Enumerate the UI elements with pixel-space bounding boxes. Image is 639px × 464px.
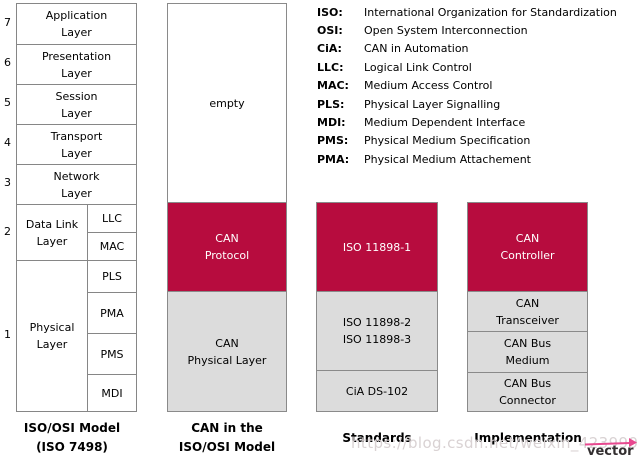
- osi-row-transport: Transport Layer: [17, 124, 136, 164]
- legend-row-llc: LLC: Logical Link Control: [317, 58, 617, 76]
- sub-cell-pls: PLS: [102, 270, 122, 283]
- legend-abbr: CiA:: [317, 42, 342, 56]
- legend-row-pls: PLS: Physical Layer Signalling: [317, 95, 617, 113]
- vector-logo: vector: [584, 438, 637, 459]
- osi-row-physical: Physical Layer PLS PMA PMS MDI: [17, 260, 136, 411]
- caption-iso-osi-model: ISO/OSI Model (ISO 7498): [23, 421, 121, 454]
- sub-cell-llc: LLC: [102, 212, 122, 225]
- osi-row-presentation: Presentation Layer: [17, 44, 136, 84]
- legend-abbr: MAC:: [317, 79, 349, 93]
- caption-implementation: Implementation: [474, 430, 582, 445]
- legend-row-pma: PMA: Physical Medium Attachement: [317, 150, 617, 168]
- layer-number-1: 1: [4, 328, 11, 341]
- caption-standards: Standards: [342, 430, 412, 445]
- vector-logo-text: vector: [587, 444, 634, 459]
- physical-layer-cell: Physical Layer: [29, 321, 75, 351]
- iso-11898-1-block: ISO 11898-1: [316, 202, 438, 292]
- legend-row-mac: MAC: Medium Access Control: [317, 77, 617, 95]
- sub-cell-mac: MAC: [88, 232, 136, 260]
- legend-row-pms: PMS: Physical Medium Specification: [317, 132, 617, 150]
- legend-abbr: LLC:: [317, 60, 344, 74]
- osi-row-data-link: Data Link Layer LLC MAC: [17, 204, 136, 260]
- legend-abbr: MDI:: [317, 116, 346, 130]
- can-controller-block: CAN Controller: [467, 202, 588, 292]
- legend-abbr: PMS:: [317, 134, 349, 148]
- abbreviation-legend: ISO: International Organization for Stan…: [317, 3, 617, 169]
- can-transceiver-block: CAN Transceiver: [467, 291, 588, 332]
- legend-row-mdi: MDI: Medium Dependent Interface: [317, 113, 617, 131]
- layer-number-2: 2: [4, 225, 11, 238]
- legend-abbr: PLS:: [317, 97, 345, 111]
- osi-row-network: Network Layer: [17, 164, 136, 204]
- sub-cell-pms: PMS: [88, 333, 136, 374]
- layer-number-4: 4: [4, 136, 11, 149]
- iso-11898-2-3-block: ISO 11898-2 ISO 11898-3: [316, 291, 438, 371]
- legend-text: Logical Link Control: [364, 60, 472, 74]
- layer-number-5: 5: [4, 96, 11, 109]
- watermark-url: https://blog.csdn.net/weixin_42399934: [351, 434, 639, 452]
- vector-logo-arrow-icon: [629, 438, 637, 447]
- legend-abbr: PMA:: [317, 152, 350, 166]
- legend-text: CAN in Automation: [364, 42, 469, 56]
- legend-text: Medium Dependent Interface: [364, 116, 526, 130]
- layer-number-3: 3: [4, 176, 11, 189]
- sub-cell-mdi: MDI: [88, 374, 136, 411]
- osi-row-session: Session Layer: [17, 84, 136, 124]
- layer-number-7: 7: [4, 16, 11, 29]
- legend-text: Medium Access Control: [364, 79, 493, 93]
- legend-text: Physical Medium Attachement: [364, 152, 531, 166]
- can-physical-layer-block: CAN Physical Layer: [167, 291, 287, 412]
- legend-text: Physical Layer Signalling: [364, 97, 501, 111]
- can-protocol-block: CAN Protocol: [167, 202, 287, 292]
- data-link-layer-cell: Data Link Layer: [25, 217, 79, 248]
- cia-ds-102-block: CiA DS-102: [316, 370, 438, 412]
- can-bus-medium-block: CAN Bus Medium: [467, 331, 588, 373]
- legend-row-cia: CiA: CAN in Automation: [317, 40, 617, 58]
- legend-text: Open System Interconnection: [364, 24, 528, 38]
- legend-row-iso: ISO: International Organization for Stan…: [317, 3, 617, 21]
- vector-logo-swoosh: [584, 442, 631, 446]
- caption-can-column: CAN in the ISO/OSI Model: [178, 421, 276, 454]
- legend-text: International Organization for Standardi…: [364, 5, 617, 19]
- can-bus-connector-block: CAN Bus Connector: [467, 372, 588, 412]
- legend-row-osi: OSI: Open System Interconnection: [317, 21, 617, 39]
- layer-number-6: 6: [4, 56, 11, 69]
- osi-row-application: Application Layer: [45, 9, 108, 39]
- legend-abbr: OSI:: [317, 24, 343, 38]
- legend-text: Physical Medium Specification: [364, 134, 531, 148]
- legend-abbr: ISO:: [317, 5, 343, 19]
- osi-model-table: Application Layer Presentation Layer Ses…: [16, 3, 137, 412]
- empty-block: empty: [167, 3, 287, 203]
- sub-cell-pma: PMA: [88, 292, 136, 333]
